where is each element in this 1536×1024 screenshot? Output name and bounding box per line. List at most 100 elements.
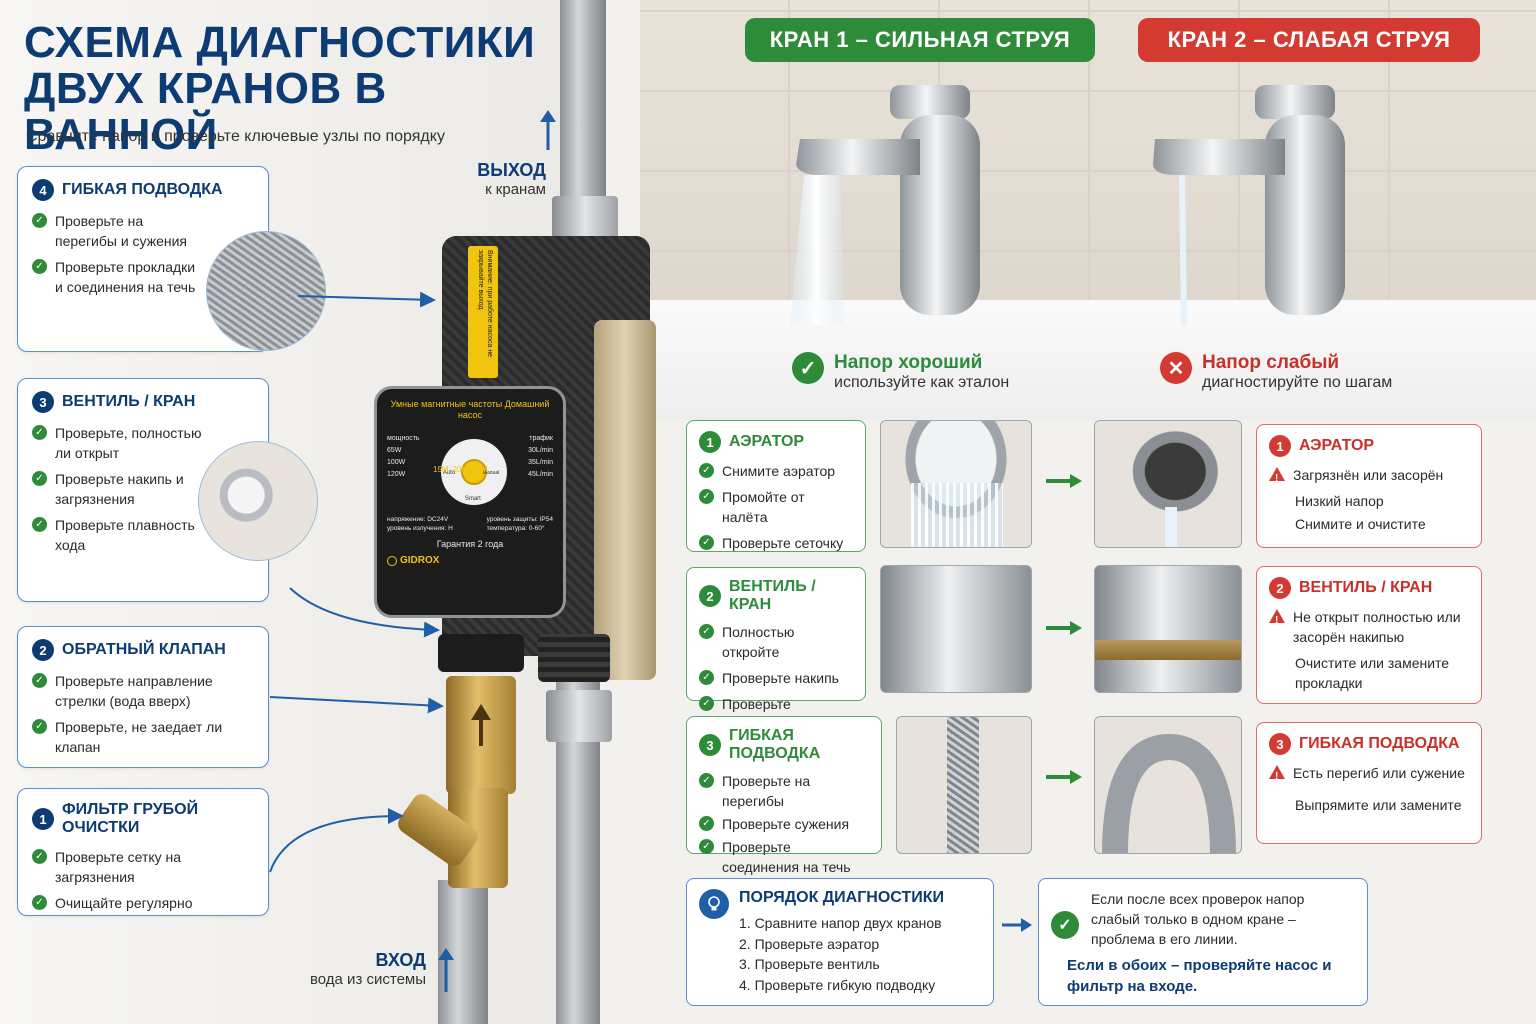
card-title-text: ВЕНТИЛЬ / КРАН <box>62 393 196 410</box>
outlet-arrow-icon <box>540 110 556 150</box>
connector-arrows <box>269 291 444 873</box>
list-item: ✓Проверьте соединения на течь <box>699 837 869 877</box>
conclusion-highlight: Если в обоих – проверяйте насос и фильтр… <box>1067 957 1332 995</box>
list-item: ✓Проверьте, полностью ли открыт <box>32 423 202 463</box>
temperature-spec: температура: 0-60° <box>486 525 545 532</box>
arrow-right-icon <box>1002 918 1032 932</box>
voltage-spec: напряжение: DC24V <box>387 516 449 523</box>
valve-scaled-photo <box>1094 565 1242 693</box>
inlet-label: ВХОД вода из системы <box>290 950 426 988</box>
mode-smart-label: Smart <box>464 496 481 502</box>
red-panel-flex-hose: 3 ГИБКАЯ ПОДВОДКА Есть перегиб или сужени… <box>1256 722 1482 844</box>
list-item: ✓Проверьте сетку на загрязнения <box>32 847 232 887</box>
check-icon: ✓ <box>32 849 47 864</box>
list-item: ✓Проверьте плавность хода <box>32 515 202 555</box>
step-number-badge: 1 <box>1269 435 1291 457</box>
tap-1-status-hint: используйте как эталон <box>834 374 1010 391</box>
page-subtitle: Сравните напор и проверьте ключевые узлы… <box>26 128 445 145</box>
card-title-text: ГИБКАЯ ПОДВОДКА <box>62 181 223 198</box>
check-circle-icon: ✓ <box>792 352 824 384</box>
flex-hose-straight-photo <box>896 716 1032 854</box>
mode-auto-label: Auto <box>442 470 456 476</box>
card-title-text: ОБРАТНЫЙ КЛАПАН <box>62 641 226 658</box>
arrow-right-icon <box>1046 474 1082 488</box>
panel-title: ГИБКАЯ ПОДВОДКА <box>729 727 821 762</box>
list-item: ✓Проверьте накипь <box>699 668 853 688</box>
check-icon: ✓ <box>699 463 714 478</box>
arrow-right-icon <box>1046 621 1082 635</box>
title-line-1: СХЕМА ДИАГНОСТИКИ <box>24 18 536 67</box>
panel-title: АЭРАТОР <box>1299 437 1375 454</box>
list-item: ✓Проверьте сеточку <box>699 533 853 553</box>
step-number-badge: 4 <box>32 179 54 201</box>
flow-value: 30L/min <box>528 447 553 454</box>
list-item: ✓Очищайте регулярно <box>32 893 232 913</box>
noise-spec: уровень излучения: H <box>387 525 453 532</box>
step-number-badge: 3 <box>1269 733 1291 755</box>
card-title: 3 ВЕНТИЛЬ / КРАН <box>32 391 254 413</box>
warning-icon <box>1269 467 1285 489</box>
panel-title: ВЕНТИЛЬ / КРАН <box>729 578 816 613</box>
card-flex-hose: 4 ГИБКАЯ ПОДВОДКА ✓Проверьте на перегибы … <box>17 166 326 352</box>
red-panel-line: Снимите и очистите <box>1295 516 1426 532</box>
speed-value: 20M <box>452 465 469 474</box>
pump-tech-specs: напряжение: DC24V уровень излучения: H у… <box>387 515 553 533</box>
list-item: ✓Снимите аэратор <box>699 461 853 481</box>
step-number-badge: 3 <box>32 391 54 413</box>
pump-front-panel: Умные магнитные частоты Домашний насос м… <box>374 386 566 618</box>
flow-direction-arrow-icon <box>471 704 491 746</box>
inlet-title: ВХОД <box>375 950 426 970</box>
check-valve <box>446 676 516 794</box>
list-item: ✓Проверьте, не заедает ли клапан <box>32 717 242 757</box>
faucet-1-image <box>790 85 980 325</box>
warning-text: Внимание: при работе насоса не закрывайт… <box>477 250 493 358</box>
valve-thumbnail <box>198 441 318 561</box>
flow-column: трафик 30L/min 35L/min 45L/min <box>528 433 553 505</box>
panel-title: ГИБКАЯ ПОДВОДКА <box>1299 735 1460 752</box>
aerator-clean-photo <box>880 420 1032 548</box>
check-icon: ✓ <box>32 213 47 228</box>
check-icon: ✓ <box>699 773 714 788</box>
warranty-label: Гарантия 2 года <box>436 539 504 549</box>
list-item: Не открыт полностью или засорён накипью <box>1269 607 1469 647</box>
tap-1-status-title: Напор хороший <box>834 352 983 373</box>
list-item: Есть перегиб или сужение <box>1269 763 1469 787</box>
list-item: ✓Проверьте прокладки и соединения на теч… <box>32 257 202 297</box>
cross-circle-icon: ✕ <box>1160 352 1192 384</box>
arrow-right-icon <box>1046 770 1082 784</box>
inlet-arrow-icon <box>438 948 454 992</box>
return-pipe-nut <box>546 690 612 742</box>
valve-clean-photo <box>880 565 1032 693</box>
pump-dial[interactable]: Auto Smart Manual <box>440 439 507 505</box>
diagnostic-order-panel: ПОРЯДОК ДИАГНОСТИКИ 1. Сравните напор дв… <box>686 878 994 1006</box>
check-icon: ✓ <box>699 624 714 639</box>
check-icon: ✓ <box>32 425 47 440</box>
lightbulb-icon <box>699 889 729 919</box>
order-step: 4. Проверьте гибкую подводку <box>739 976 936 993</box>
list-item: ✓Промойте от налёта <box>699 487 853 527</box>
check-icon: ✓ <box>699 489 714 504</box>
order-step: 3. Проверьте вентиль <box>739 956 880 972</box>
step-number-badge: 1 <box>32 808 54 830</box>
outlet-subtitle: к кранам <box>485 181 546 198</box>
list-item: ✓Проверьте направление стрелки (вода вве… <box>32 671 242 711</box>
mode-manual-label: Manual <box>482 470 500 476</box>
flow-value: 45L/min <box>528 471 553 478</box>
flow-value: 35L/min <box>528 459 553 466</box>
card-valve: 3 ВЕНТИЛЬ / КРАН ✓Проверьте, полностью ли… <box>17 378 318 602</box>
outlet-label: ВЫХОД к кранам <box>470 160 546 198</box>
dial-center-knob[interactable] <box>460 459 487 485</box>
power-column: мощность 65W 100W 120W <box>387 433 420 505</box>
check-icon: ✓ <box>699 839 714 854</box>
tap-2-label: КРАН 2 – СЛАБАЯ СТРУЯ <box>1138 18 1480 62</box>
faucet-2-image <box>1153 85 1345 325</box>
list-item: ✓Проверьте на перегибы и сужения <box>32 211 202 251</box>
mounting-bracket <box>594 320 656 680</box>
return-pipe <box>556 620 600 1024</box>
check-icon: ✓ <box>32 471 47 486</box>
warning-sticker: Внимание: при работе насоса не закрывайт… <box>468 246 498 378</box>
check-icon: ✓ <box>32 259 47 274</box>
check-icon: ✓ <box>699 696 714 711</box>
aerator-dirty-photo <box>1094 420 1242 548</box>
